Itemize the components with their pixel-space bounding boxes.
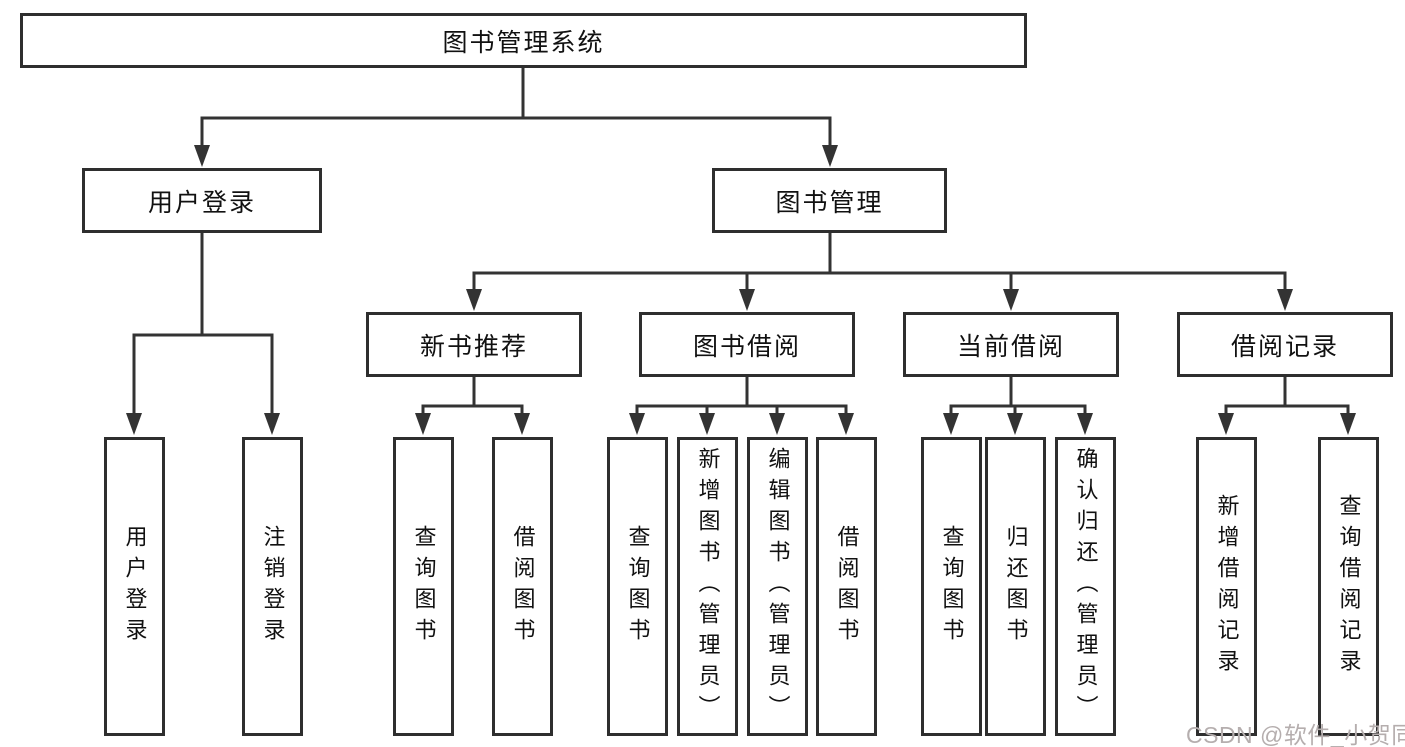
leaf-confirm-return-admin: 确认归还（管理员）: [1055, 437, 1116, 736]
node-label: 图书管理: [775, 188, 884, 217]
node-current-borrowing: 当前借阅: [903, 312, 1119, 377]
leaf-logout: 注销登录: [242, 437, 303, 736]
node-label: 图书管理系统: [442, 28, 605, 57]
node-label: 查询图书: [411, 524, 437, 649]
watermark-text: CSDN @软件_小贺同学: [1186, 722, 1405, 747]
node-label: 新增图书（管理员）: [695, 447, 721, 726]
node-label: 编辑图书（管理员）: [765, 447, 791, 726]
node-label: 确认归还（管理员）: [1073, 447, 1099, 726]
node-label: 查询图书: [625, 524, 651, 649]
node-library-system: 图书管理系统: [20, 13, 1027, 68]
node-label: 注销登录: [260, 524, 286, 649]
leaf-return-books: 归还图书: [985, 437, 1046, 736]
leaf-edit-book-admin: 编辑图书（管理员）: [747, 437, 808, 736]
node-label: 查询借阅记录: [1336, 493, 1362, 680]
node-label: 新书推荐: [419, 332, 528, 361]
node-label: 新增借阅记录: [1214, 493, 1240, 680]
leaf-query-books-recommend: 查询图书: [393, 437, 454, 736]
leaf-query-books-current: 查询图书: [921, 437, 982, 736]
leaf-borrow-books: 借阅图书: [816, 437, 877, 736]
node-label: 图书借阅: [692, 332, 801, 361]
node-label: 借阅图书: [834, 524, 860, 649]
leaf-user-login: 用户登录: [104, 437, 165, 736]
node-book-borrowing: 图书借阅: [639, 312, 855, 377]
leaf-borrow-books-recommend: 借阅图书: [492, 437, 553, 736]
node-borrow-records: 借阅记录: [1177, 312, 1393, 377]
leaf-query-borrow-record: 查询借阅记录: [1318, 437, 1379, 736]
node-new-book-recommendation: 新书推荐: [366, 312, 582, 377]
leaf-add-book-admin: 新增图书（管理员）: [677, 437, 738, 736]
leaf-add-borrow-record: 新增借阅记录: [1196, 437, 1257, 736]
node-label: 当前借阅: [956, 332, 1065, 361]
arrowheads: [126, 145, 1356, 435]
node-label: 用户登录: [147, 188, 256, 217]
node-label: 归还图书: [1003, 524, 1029, 649]
node-book-management: 图书管理: [712, 168, 947, 233]
node-label: 借阅图书: [510, 524, 536, 649]
node-label: 查询图书: [939, 524, 965, 649]
leaf-query-books-borrowing: 查询图书: [607, 437, 668, 736]
node-label: 用户登录: [122, 524, 148, 649]
node-user-login: 用户登录: [82, 168, 322, 233]
node-label: 借阅记录: [1230, 332, 1339, 361]
